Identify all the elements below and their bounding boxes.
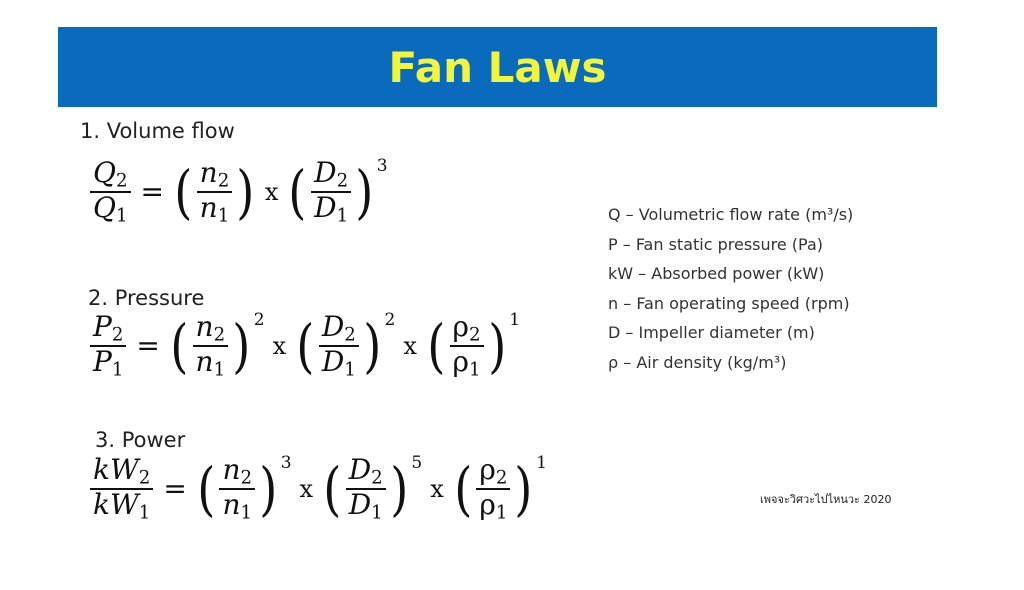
variable-legend: Q – Volumetric flow rate (m³/s) P – Fan … [608,200,853,377]
section-heading-power: 3. Power [95,428,186,452]
page-title: Fan Laws [388,42,607,92]
credit-text: เพจจะวิศวะไปไหนวะ 2020 [760,493,892,506]
section-heading-volume: 1. Volume flow [80,119,235,143]
legend-item-p: P – Fan static pressure (Pa) [608,234,824,254]
legend-item-n: n – Fan operating speed (rpm) [608,293,850,313]
legend-item-rho: ρ – Air density (kg/m³) [608,352,787,372]
legend-item-kw: kW – Absorbed power (kW) [608,264,825,283]
legend-item-d: D – Impeller diameter (m) [608,323,815,342]
title-banner: Fan Laws [58,27,937,107]
legend-item-q: Q – Volumetric flow rate (m³/s) [608,205,854,224]
section-heading-pressure: 2. Pressure [88,286,205,310]
